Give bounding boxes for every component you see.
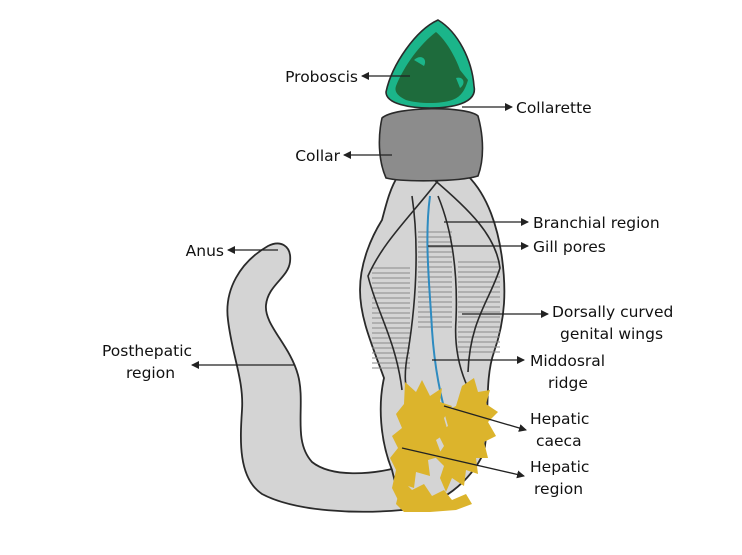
posthepatic-region-shape: [226, 242, 404, 513]
pointer-hepatic-caeca: [443, 405, 527, 432]
label-posthepatic: Posthepatic: [102, 342, 192, 360]
hepatic-caeca-right: [436, 378, 498, 492]
label-branchial-region: Branchial region: [533, 214, 660, 232]
label-collarette: Collarette: [516, 99, 592, 117]
label-posthepatic-region: region: [126, 364, 175, 382]
pointer-hepatic-region: [401, 447, 525, 479]
hepatic-region-lower: [396, 480, 472, 512]
label-hepatic-region-1: Hepatic: [530, 458, 589, 476]
label-dorsally-curved: Dorsally curved: [552, 303, 673, 321]
label-middorsal: Middosral: [530, 352, 605, 370]
gill-bars: [372, 231, 500, 369]
label-hepatic-region-2: region: [534, 480, 583, 498]
label-proboscis: Proboscis: [285, 68, 358, 86]
right-branchial-ridge: [437, 195, 471, 393]
label-caeca: caeca: [536, 432, 582, 450]
middorsal-ridge-line: [426, 195, 445, 409]
label-collar: Collar: [295, 147, 340, 165]
proboscis-spot-2: [456, 77, 464, 88]
hepatic-caeca-left: [390, 380, 452, 500]
collar-shape: [378, 107, 484, 182]
label-anus: Anus: [186, 242, 224, 260]
proboscis-spot-1: [414, 57, 426, 66]
right-genital-wing-outline: [431, 177, 501, 373]
label-ridge: ridge: [548, 374, 588, 392]
proboscis-dark-core: [395, 32, 468, 103]
label-genital-wings: genital wings: [560, 325, 663, 343]
label-gill-pores: Gill pores: [533, 238, 606, 256]
label-hepatic-caeca-1: Hepatic: [530, 410, 589, 428]
left-genital-wing-outline: [367, 177, 441, 391]
